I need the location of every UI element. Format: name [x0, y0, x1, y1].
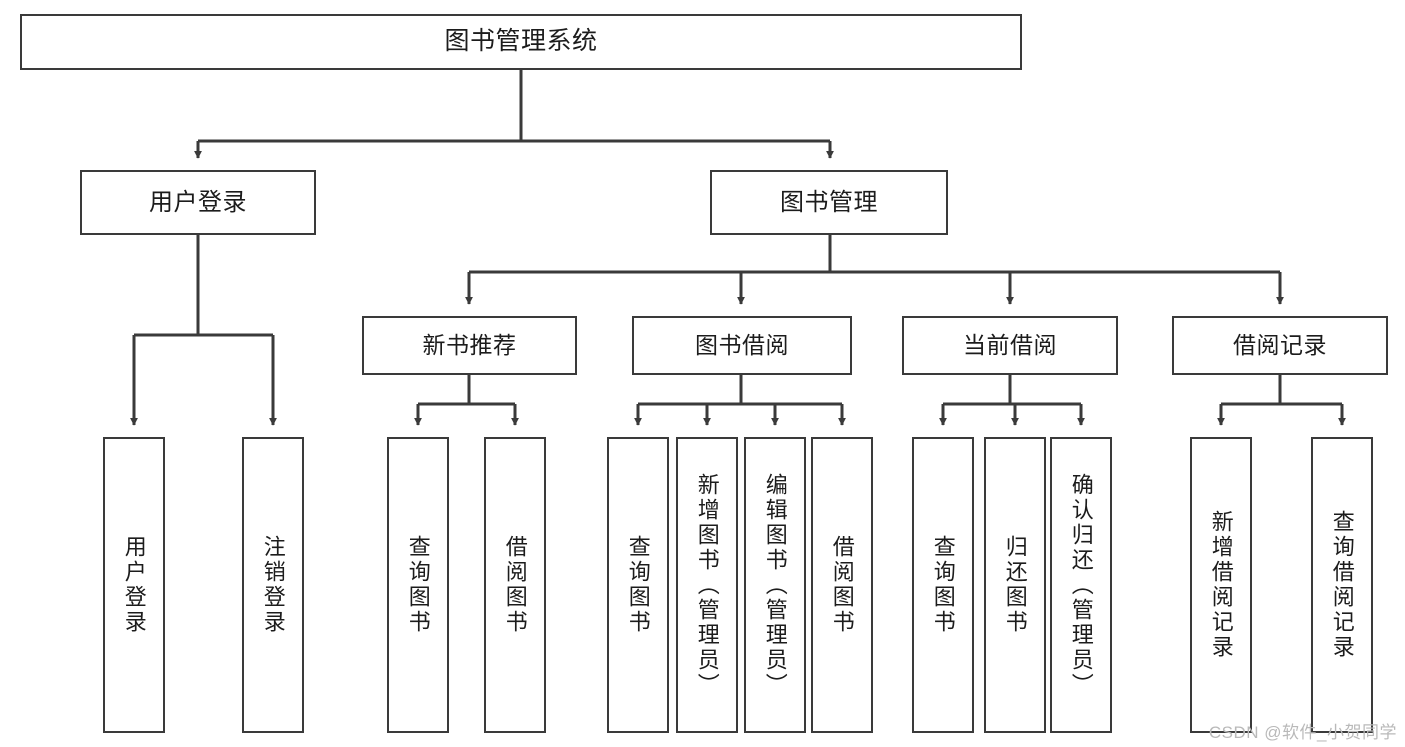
node-new-book-recommend-label: 新书推荐 [422, 332, 517, 359]
node-root-label: 图书管理系统 [444, 27, 598, 56]
leaf-node[interactable]: 查询图书 [387, 437, 449, 733]
leaf-node[interactable]: 注销登录 [242, 437, 304, 733]
leaf-node-label: 借阅图书 [829, 535, 855, 635]
leaf-node-label: 注销登录 [260, 535, 286, 635]
leaf-node-label: 借阅图书 [502, 535, 528, 635]
leaf-node-label: 查询借阅记录 [1329, 510, 1355, 660]
leaf-node-label: 查询图书 [405, 535, 431, 635]
leaf-node[interactable]: 借阅图书 [811, 437, 873, 733]
leaf-node[interactable]: 查询借阅记录 [1311, 437, 1373, 733]
node-current-borrow[interactable]: 当前借阅 [902, 316, 1118, 375]
node-user-login-label: 用户登录 [149, 188, 247, 216]
leaf-node-label: 查询图书 [625, 535, 651, 635]
leaf-node[interactable]: 新增借阅记录 [1190, 437, 1252, 733]
csdn-watermark: CSDN @软件_小贺同学 [1208, 723, 1397, 742]
leaf-node[interactable]: 查询图书 [607, 437, 669, 733]
node-book-borrow-label: 图书借阅 [695, 332, 789, 359]
leaf-node-label: 归还图书 [1002, 535, 1028, 635]
node-borrow-record-label: 借阅记录 [1233, 332, 1327, 359]
leaf-node[interactable]: 借阅图书 [484, 437, 546, 733]
leaf-node[interactable]: 查询图书 [912, 437, 974, 733]
leaf-node[interactable]: 归还图书 [984, 437, 1046, 733]
node-root-system[interactable]: 图书管理系统 [20, 14, 1022, 70]
leaf-node[interactable]: 新增图书（管理员） [676, 437, 738, 733]
node-new-book-recommend[interactable]: 新书推荐 [362, 316, 577, 375]
leaf-node-label: 编辑图书（管理员） [762, 472, 788, 698]
leaf-node-label: 用户登录 [121, 535, 147, 635]
leaf-node[interactable]: 用户登录 [103, 437, 165, 733]
leaf-node-label: 确认归还（管理员） [1068, 472, 1094, 698]
node-book-borrow[interactable]: 图书借阅 [632, 316, 852, 375]
leaf-node-label: 新增借阅记录 [1208, 510, 1234, 660]
node-borrow-record[interactable]: 借阅记录 [1172, 316, 1388, 375]
node-user-login[interactable]: 用户登录 [80, 170, 316, 235]
node-book-management[interactable]: 图书管理 [710, 170, 948, 235]
leaf-node-label: 新增图书（管理员） [694, 472, 720, 698]
leaf-node[interactable]: 确认归还（管理员） [1050, 437, 1112, 733]
node-book-management-label: 图书管理 [780, 188, 878, 216]
leaf-node[interactable]: 编辑图书（管理员） [744, 437, 806, 733]
leaf-node-label: 查询图书 [930, 535, 956, 635]
node-current-borrow-label: 当前借阅 [963, 332, 1057, 359]
